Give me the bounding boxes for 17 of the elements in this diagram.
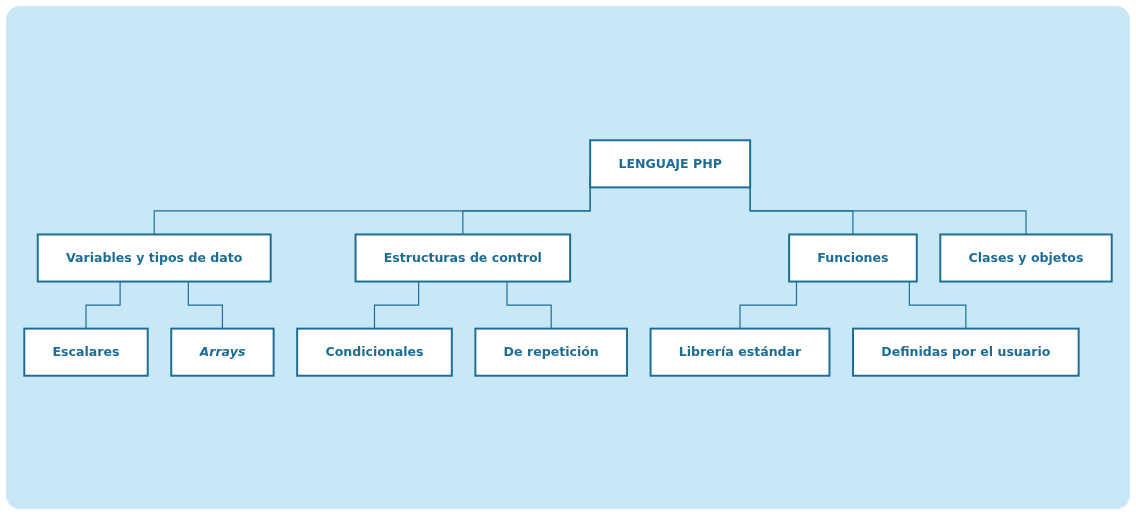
connector bbox=[187, 280, 223, 329]
node-box: Escalares bbox=[23, 327, 149, 377]
node-box: Condicionales bbox=[296, 327, 453, 377]
node-box: Clases y objetos bbox=[939, 233, 1113, 283]
node-box: Arrays bbox=[170, 327, 275, 377]
node-box: De repetición bbox=[474, 327, 628, 377]
connector bbox=[373, 280, 420, 329]
connector bbox=[908, 280, 967, 329]
node-box: Estructuras de control bbox=[354, 233, 572, 283]
connector bbox=[506, 280, 552, 329]
node-box: Definidas por el usuario bbox=[852, 327, 1080, 377]
node-box: Variables y tipos de dato bbox=[36, 233, 272, 283]
node-box: Librería estándar bbox=[649, 327, 831, 377]
connector bbox=[85, 280, 121, 329]
node-box: LENGUAJE PHP bbox=[589, 138, 752, 188]
node-box: Funciones bbox=[788, 233, 918, 283]
connector bbox=[739, 280, 798, 329]
